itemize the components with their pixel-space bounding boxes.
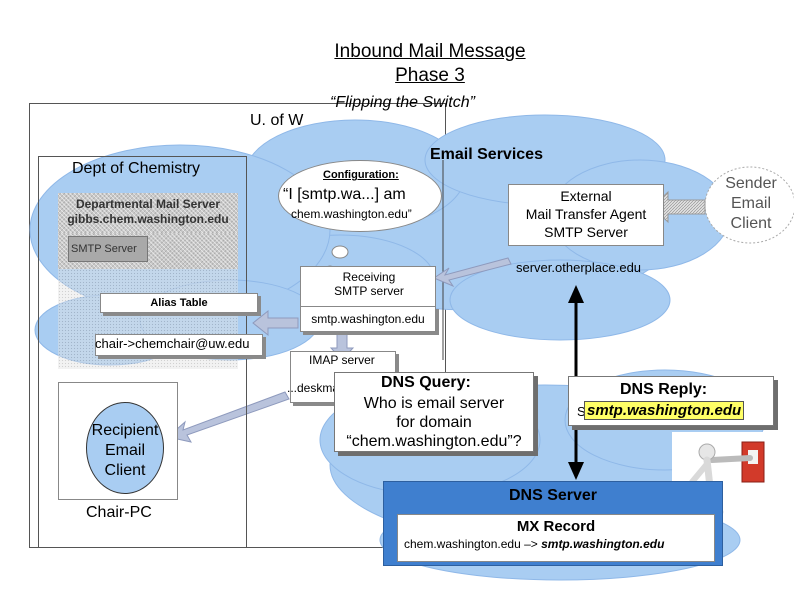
configuration-line2: chem.washington.edu” (291, 207, 412, 221)
receiving-label-line2: SMTP server (334, 284, 404, 298)
mx-record-entry: chem.washington.edu –> smtp.washington.e… (404, 537, 664, 551)
email-services-label: Email Services (430, 146, 543, 163)
diagram-subtitle: “Flipping the Switch” (330, 94, 475, 111)
smtp-host: smtp.washington.edu (311, 312, 425, 326)
dns-query-box (334, 372, 534, 452)
sender-line1: Sender (725, 175, 777, 192)
dns-query-title: DNS Query: (381, 374, 471, 391)
receiving-label-line1: Receiving (342, 270, 396, 284)
imap-to-recipient-arrow (166, 391, 290, 443)
external-mta-box (508, 184, 664, 246)
alias-table-label: Alias Table (150, 297, 208, 309)
mx-record-box (397, 514, 715, 562)
departmental-server-name: Departmental Mail Server (75, 197, 221, 211)
recipient-pc-label: Chair-PC (86, 504, 152, 521)
dns-server-label: DNS Server (508, 487, 598, 504)
sender-cloud (704, 166, 794, 244)
smtp-to-alias-arrow (252, 309, 299, 337)
mx-record-target: smtp.washington.edu (541, 537, 665, 551)
recipient-line1: Recipient (91, 422, 159, 439)
dns-query-line1: Who is email server (363, 395, 505, 412)
dns-reply-title: DNS Reply: (620, 381, 708, 398)
recipient-email-client (86, 402, 164, 494)
configuration-bubble (278, 160, 442, 232)
departmental-mail-server (58, 193, 238, 233)
alias-entry-box (95, 334, 263, 356)
chemistry-smtp-label: SMTP Server (71, 243, 137, 255)
configuration-line1: “I [smtp.wa...] am (283, 186, 406, 203)
receiving-smtp-server (300, 266, 436, 310)
imap-server-label: IMAP server (309, 353, 375, 367)
alias-entry: chair->chemchair@uw.edu (95, 336, 250, 351)
diagram-title-line2: Phase 3 (395, 65, 465, 86)
uw-label: U. of W (250, 112, 304, 129)
departmental-server-host: gibbs.chem.washington.edu (67, 212, 229, 226)
recipient-line2: Email (104, 442, 145, 459)
recipient-line3: Client (104, 462, 146, 479)
dns-query-line2: for domain (396, 414, 472, 431)
dns-query-line3: “chem.washington.edu”? (346, 433, 522, 450)
dns-reply-answer: smtp.washington.edu (584, 401, 745, 420)
diagram-title-line1: Inbound Mail Message (334, 41, 526, 62)
external-to-receiving-arrow (432, 257, 512, 288)
external-host: server.otherplace.edu (516, 260, 642, 275)
mx-record-domain: chem.washington.edu –> (404, 537, 542, 551)
sender-line3: Client (730, 215, 772, 232)
external-line1: External (560, 188, 612, 204)
smtp-host-box (300, 306, 436, 332)
sender-line2: Email (730, 195, 771, 212)
dns-reply-prefix: S (577, 404, 586, 419)
mx-record-label: MX Record (516, 518, 596, 535)
alias-table (100, 293, 258, 313)
external-line2: Mail Transfer Agent (525, 206, 647, 222)
chemistry-smtp-box (68, 236, 148, 262)
external-line3: SMTP Server (544, 224, 628, 240)
chemistry-label: Dept of Chemistry (72, 160, 201, 177)
configuration-label: Configuration: (323, 169, 399, 181)
